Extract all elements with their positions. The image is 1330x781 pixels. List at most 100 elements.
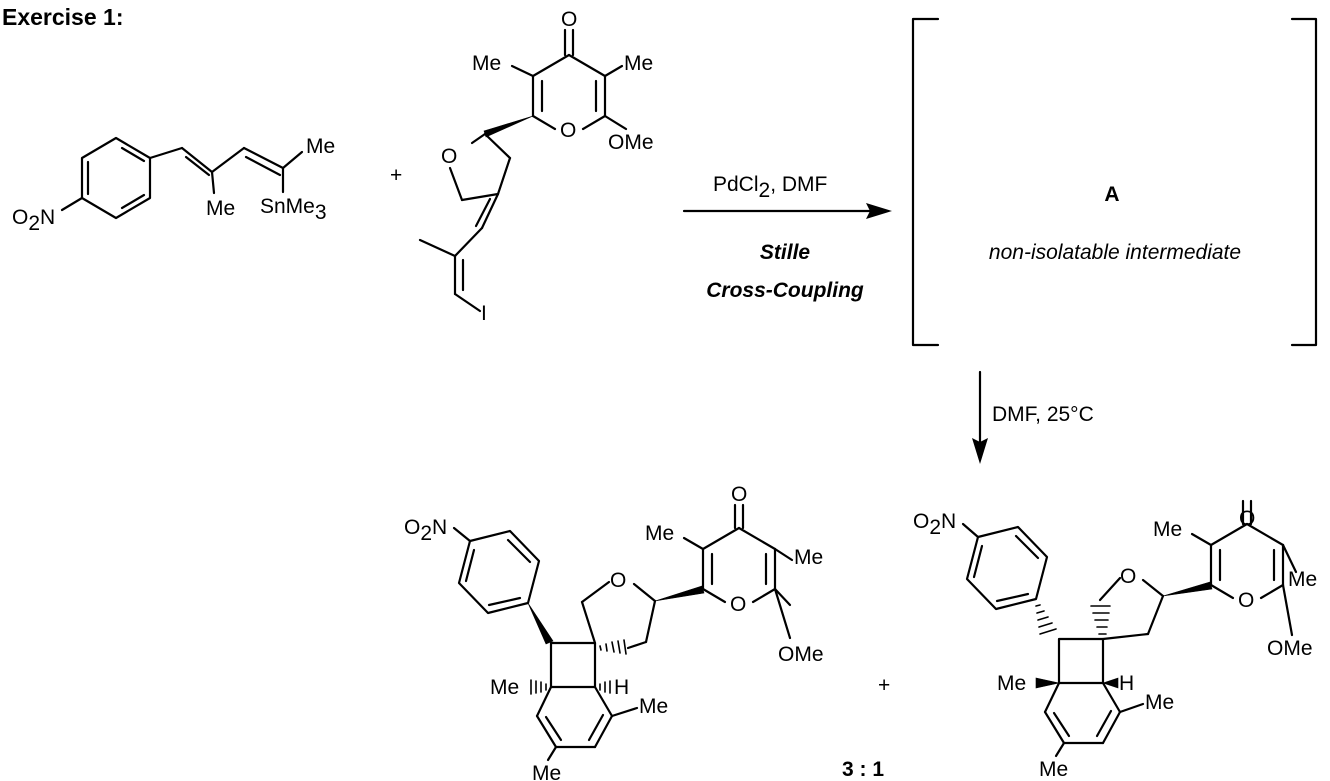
pyrone-bond: [1209, 583, 1235, 600]
methyl-label: Me: [645, 522, 674, 545]
right-bracket: [1290, 17, 1318, 347]
methyl-label: Me: [624, 52, 653, 75]
methyl-label: Me: [1288, 568, 1317, 591]
methyl-bond: [1190, 532, 1213, 547]
no2-bond: [60, 196, 84, 212]
plus-sign: +: [390, 164, 402, 187]
left-bracket: [911, 17, 940, 347]
ring-double-bond-inner: [587, 713, 605, 742]
trimethylstannyl-label: SnMe3: [260, 195, 327, 224]
methyl-bond: [510, 64, 535, 78]
exocyclic-double-bond: [480, 192, 500, 230]
carbonyl-oxygen-label: O: [731, 483, 747, 506]
ring-double-bond: [972, 544, 984, 579]
reaction-name-cross-coupling: Cross-Coupling: [706, 279, 864, 302]
step2-arrow: [972, 370, 988, 464]
thf-bond: [1141, 578, 1165, 598]
plus-sign: +: [878, 674, 890, 697]
stereo-hash: [599, 680, 611, 694]
ring-double-bond-inner: [544, 715, 563, 742]
thf-oxygen-label: O: [610, 569, 626, 592]
no2-bond: [452, 526, 472, 543]
methyl-label: Me: [490, 676, 519, 699]
pyrone-bond: [581, 114, 607, 131]
methyl-label: Me: [306, 135, 335, 158]
thf-bond: [626, 640, 648, 650]
exercise-title: Exercise 1:: [2, 4, 123, 30]
pyrone-oxygen-label: O: [1238, 589, 1254, 612]
reactant1-benzene-ring: [80, 136, 152, 220]
catalyst-solvent-label: PdCl2, DMF: [713, 173, 827, 202]
nitro-group-label: O2N: [12, 206, 55, 235]
stereo-wedge: [1162, 581, 1213, 597]
cyclobutane-ring: [549, 641, 597, 689]
ring-double-bond: [1043, 710, 1066, 745]
chain-double-bond-inner: [184, 155, 211, 177]
methyl-label: Me: [532, 762, 561, 781]
pyrone-bond: [1209, 522, 1249, 547]
methoxy-label: OMe: [1267, 637, 1313, 660]
thf-bond: [460, 192, 500, 202]
ring-double-bond-inner: [1095, 709, 1113, 738]
nitro-group-label: O2N: [404, 516, 447, 545]
thf-bond: [644, 599, 657, 644]
methyl-bond: [682, 536, 705, 551]
pyrone-bond: [1259, 583, 1285, 600]
methyl-bond: [610, 706, 639, 718]
methyl-label: Me: [794, 546, 823, 569]
pyrone-bond: [751, 587, 777, 604]
chain-bond: [210, 146, 246, 174]
methyl-bond: [546, 745, 558, 762]
reaction-arrow-head: [866, 203, 892, 219]
ring-bond: [1043, 681, 1061, 714]
thf-bond: [483, 132, 512, 160]
methyl-bond: [1281, 543, 1298, 574]
thf-bond: [448, 166, 464, 202]
ring-double-bond: [464, 548, 476, 583]
product-major: O2N O O: [404, 483, 824, 781]
thf-bond: [1146, 594, 1165, 636]
aryl-ring: [457, 529, 541, 615]
thf-oxygen-label: O: [1120, 565, 1136, 588]
nitro-group-label: O2N: [913, 510, 956, 539]
thf-bond: [1098, 576, 1122, 602]
pyrone-oxygen-label: O: [730, 593, 746, 616]
methyl-label: Me: [1153, 518, 1182, 541]
methyl-bond: [1054, 741, 1066, 758]
ring-double-bond: [120, 193, 146, 210]
carbonyl-oxygen-label: O: [1239, 507, 1255, 530]
step1-arrow: [682, 203, 892, 219]
pyrone-bond: [531, 114, 557, 131]
pyrone-bond: [1245, 522, 1285, 547]
thf-bond: [580, 580, 611, 604]
ring-double-bond: [506, 538, 532, 564]
methyl-bond: [773, 547, 794, 562]
methoxy-bond: [773, 587, 792, 607]
reactant-stannane: O2N Me Me SnMe3: [12, 135, 335, 235]
stereo-wedge: [654, 585, 705, 602]
stereo-hash: [1090, 605, 1111, 635]
ring-double-bond: [995, 592, 1030, 603]
chain-bond: [453, 226, 484, 258]
methyl-label: Me: [1039, 758, 1068, 781]
methyl-bond: [603, 64, 624, 78]
hydrogen-label: H: [1119, 672, 1134, 695]
reaction-name-stille: Stille: [760, 241, 811, 264]
chain-bond: [148, 146, 184, 160]
exocyclic-double-bond-inner: [474, 197, 492, 228]
intermediate-description: non-isolatable intermediate: [989, 241, 1241, 264]
methoxy-label: OMe: [608, 131, 654, 154]
hydrogen-label: H: [614, 676, 629, 699]
pyrone-bond: [701, 526, 741, 551]
ring-double-bond: [1101, 710, 1122, 745]
carbonyl-oxygen-label: O: [561, 8, 577, 31]
no2-bond: [961, 522, 980, 539]
intermediate-bracket: [911, 17, 1318, 347]
methyl-bond: [418, 238, 457, 258]
thf-bond: [496, 156, 512, 196]
ring-double-bond: [487, 596, 522, 607]
chain-double-bond-inner: [244, 155, 282, 177]
stereo-hash: [599, 639, 627, 655]
thf-bond: [632, 582, 657, 603]
